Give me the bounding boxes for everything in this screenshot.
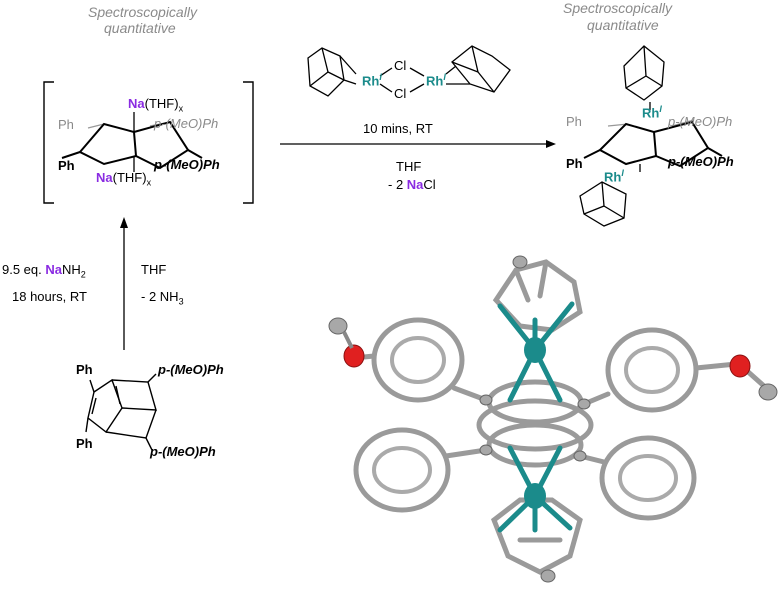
left-pmeo-back: p-(MeO)Ph — [154, 116, 219, 131]
left-ph-front: Ph — [58, 158, 75, 173]
reagent-rh-right: RhI — [426, 72, 446, 89]
left-ph-back: Ph — [58, 117, 74, 132]
rh-atom-top — [524, 337, 546, 363]
o-atom-right — [729, 354, 751, 378]
product-pmeo-back: p-(MeO)Ph — [668, 114, 733, 129]
reagent-cl-bottom: Cl — [394, 86, 407, 101]
reagent-cl-top: Cl — [394, 58, 407, 73]
crystal-structure — [351, 259, 767, 575]
vertical-condition-solvent: THF — [141, 262, 167, 277]
o-atom-left — [343, 344, 365, 368]
c-methyl-left — [328, 317, 348, 335]
na-pentalenide — [61, 112, 203, 172]
reagent-rh-left: RhI — [362, 72, 382, 89]
condition-solvent: THF — [396, 159, 422, 174]
vertical-condition-equiv: 9.5 eq. NaNH2 — [2, 262, 86, 280]
rh-dimer-reagent — [307, 45, 511, 97]
na-top-label: Na(THF)x — [128, 96, 184, 114]
bracket-right — [243, 81, 254, 204]
spectro-right-line2: quantitative — [587, 17, 659, 33]
rh-atom-bottom — [524, 483, 546, 509]
dirhodium-product — [579, 45, 723, 227]
condition-byproduct: - 2 NaCl — [388, 177, 436, 192]
sm-ph-top: Ph — [76, 362, 93, 377]
dihydropentalene — [85, 373, 157, 451]
bracket-left — [43, 81, 54, 204]
sm-pmeo-bottom: p-(MeO)Ph — [150, 444, 216, 459]
vertical-condition-time: 18 hours, RT — [12, 289, 87, 304]
product-ph-front: Ph — [566, 156, 583, 171]
spectro-left-line1: Spectroscopically — [88, 4, 197, 20]
condition-time: 10 mins, RT — [363, 121, 433, 136]
crystal-atoms — [328, 255, 778, 583]
product-ph-back: Ph — [566, 114, 582, 129]
product-rh-top: RhI — [642, 104, 662, 121]
vertical-condition-byproduct: - 2 NH3 — [141, 289, 184, 307]
spectro-right-line1: Spectroscopically — [563, 0, 672, 16]
horizontal-arrow-head — [546, 140, 556, 148]
na-bottom-label: Na(THF)x — [96, 170, 152, 188]
spectro-left-line2: quantitative — [104, 20, 176, 36]
c-methyl-right — [758, 383, 778, 401]
product-rh-bottom: RhI — [604, 168, 624, 185]
product-pmeo-front: p-(MeO)Ph — [668, 154, 734, 169]
sm-ph-bottom: Ph — [76, 436, 93, 451]
vertical-arrow-head — [120, 217, 128, 228]
sm-pmeo-top: p-(MeO)Ph — [158, 362, 224, 377]
left-pmeo-front: p-(MeO)Ph — [154, 157, 220, 172]
